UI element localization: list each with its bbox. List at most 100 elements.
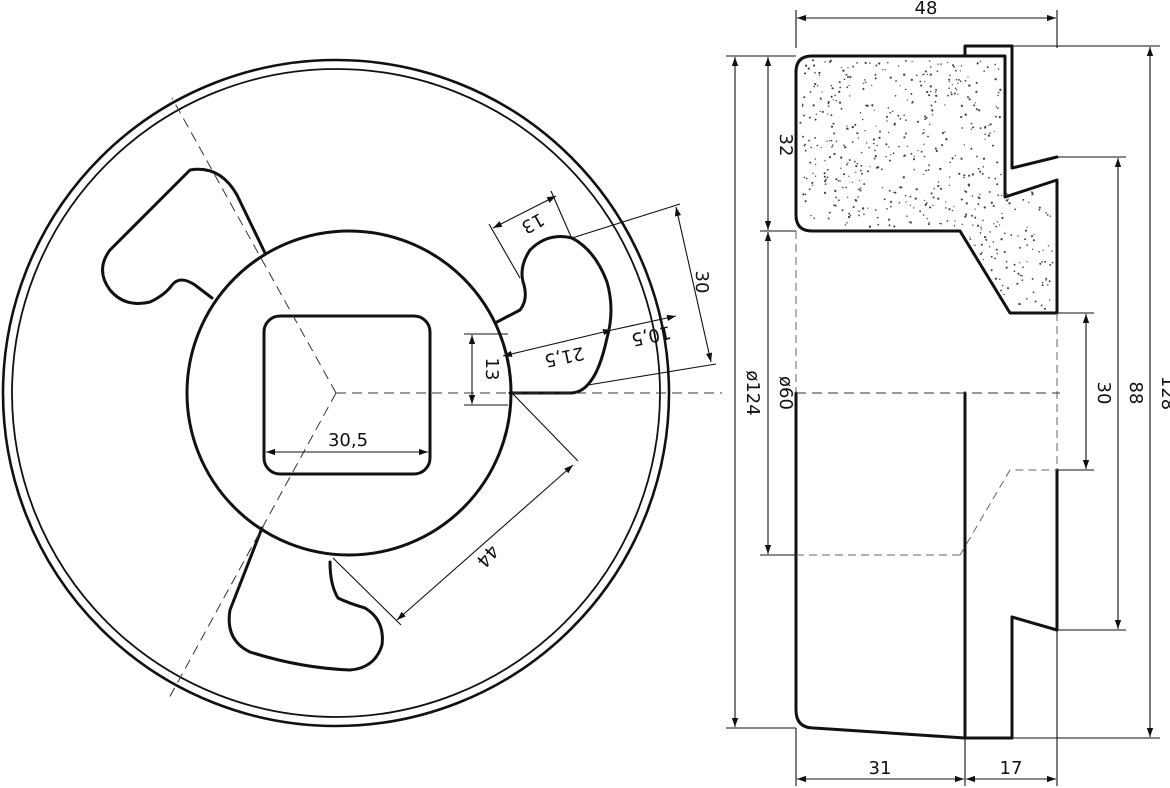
stipple-dot (960, 157, 963, 160)
stipple-dot (1039, 262, 1042, 265)
stipple-dot (922, 132, 924, 135)
stipple-dot (862, 82, 865, 84)
stipple-dot (970, 147, 973, 150)
stipple-dot (827, 105, 830, 108)
stipple-dot (834, 189, 837, 193)
stipple-dot (808, 139, 810, 142)
stipple-dot (925, 202, 928, 204)
stipple-dot (888, 189, 891, 192)
stipple-dot (840, 107, 843, 110)
stipple-dot (910, 152, 913, 155)
stipple-dot (814, 158, 816, 160)
stipple-dot (887, 131, 890, 134)
stipple-dot (862, 87, 865, 90)
stipple-dot (968, 184, 971, 187)
stipple-dot (833, 152, 836, 156)
stipple-dot (955, 89, 958, 91)
stipple-dot (933, 187, 935, 190)
stipple-dot (927, 169, 930, 171)
stipple-dot (999, 278, 1001, 280)
stipple-dot (984, 133, 987, 136)
stipple-dot (858, 179, 861, 182)
stipple-dot (875, 64, 878, 67)
stipple-dot (883, 198, 886, 201)
stipple-dot (851, 181, 853, 184)
stipple-dot (993, 223, 995, 225)
stipple-dot (909, 195, 912, 198)
stipple-dot (810, 214, 812, 217)
stipple-dot (979, 193, 981, 195)
stipple-dot (804, 149, 807, 152)
stipple-dot (988, 245, 991, 248)
stipple-dot (960, 198, 963, 201)
stipple-dot (977, 167, 980, 170)
stipple-dot (1013, 270, 1016, 273)
stipple-dot (903, 155, 905, 157)
stipple-dot (894, 94, 897, 97)
stipple-dot (1008, 202, 1011, 205)
stipple-dot (947, 94, 949, 97)
stipple-dot (893, 123, 896, 126)
stipple-dot (863, 213, 865, 216)
stipple-dot (970, 122, 973, 125)
stipple-dot (982, 219, 984, 222)
stipple-dot (821, 110, 824, 113)
stipple-dot (846, 75, 850, 78)
stipple-dot (966, 96, 970, 99)
stipple-dot (949, 74, 951, 77)
stipple-dot (892, 152, 895, 155)
stipple-dot (1005, 260, 1008, 263)
stipple-dot (928, 94, 931, 97)
stipple-dot (1019, 246, 1021, 249)
stipple-dot (1042, 249, 1044, 251)
stipple-dot (992, 204, 995, 208)
stipple-dot (920, 150, 923, 153)
stipple-dot (833, 204, 836, 207)
stipple-dot (904, 132, 907, 135)
stipple-dot (915, 188, 918, 191)
stipple-dot (1024, 229, 1028, 232)
stipple-dot (934, 147, 937, 150)
stipple-dot (818, 71, 821, 75)
stipple-dot (893, 191, 895, 194)
stipple-dot (935, 149, 938, 153)
stipple-dot (849, 214, 852, 217)
stipple-dot (1026, 244, 1029, 246)
stipple-dot (937, 197, 940, 200)
top-step-detail (963, 44, 1059, 170)
stipple-dot (919, 210, 922, 213)
stipple-dot (1019, 262, 1021, 264)
stipple-dot (897, 114, 900, 117)
stipple-dot (861, 207, 865, 210)
stipple-dot (871, 104, 874, 107)
stipple-dot (852, 65, 855, 68)
stipple-dot (801, 103, 804, 106)
dim-total-height: 128 (1157, 376, 1170, 410)
stipple-dot (886, 207, 888, 210)
stipple-dot (992, 144, 994, 147)
stipple-dot (830, 95, 833, 98)
stipple-dot (961, 223, 964, 226)
stipple-dot (894, 191, 897, 194)
stipple-dot (819, 97, 822, 100)
stipple-dot (1026, 226, 1028, 228)
stipple-dot (948, 208, 951, 211)
stipple-dot (937, 184, 940, 188)
stipple-dot (873, 142, 875, 145)
stipple-dot (975, 90, 978, 94)
stipple-dot (828, 156, 832, 159)
stipple-dot (903, 114, 905, 116)
stipple-dot (953, 65, 955, 68)
stipple-dot (978, 109, 981, 112)
stipple-dot (983, 70, 986, 72)
stipple-dot (824, 160, 826, 162)
stipple-dot (1049, 263, 1052, 266)
stipple-dot (1043, 307, 1046, 310)
stipple-dot (948, 184, 950, 187)
stipple-dot (961, 127, 964, 129)
stipple-dot (1013, 263, 1016, 266)
stipple-dot (889, 159, 891, 162)
stipple-dot (843, 144, 845, 147)
stipple-dot (835, 196, 838, 199)
stipple-dot (970, 128, 972, 130)
